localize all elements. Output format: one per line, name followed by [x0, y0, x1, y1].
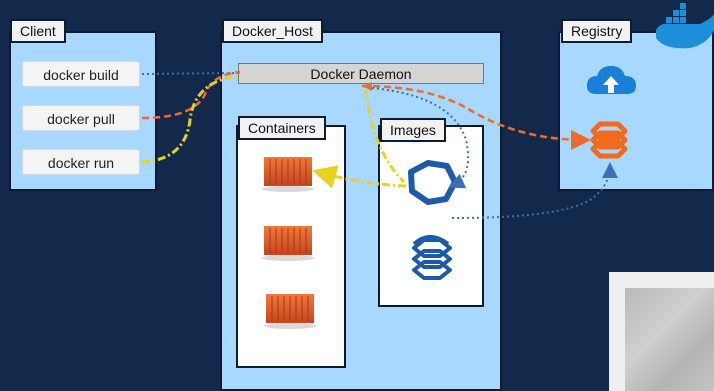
docker-host-title: Docker_Host — [222, 19, 323, 43]
docker-pull-button[interactable]: docker pull — [22, 105, 140, 131]
docker-daemon-bar: Docker Daemon — [238, 63, 484, 84]
containers-box — [236, 125, 346, 368]
client-title: Client — [10, 19, 66, 43]
docker-run-button[interactable]: docker run — [22, 149, 140, 175]
containers-title: Containers — [238, 116, 326, 140]
registry-panel — [558, 31, 714, 191]
webcam-overlay — [609, 272, 714, 391]
images-title: Images — [380, 118, 446, 142]
registry-title: Registry — [561, 19, 633, 43]
images-box — [378, 125, 484, 307]
docker-build-button[interactable]: docker build — [22, 61, 140, 87]
